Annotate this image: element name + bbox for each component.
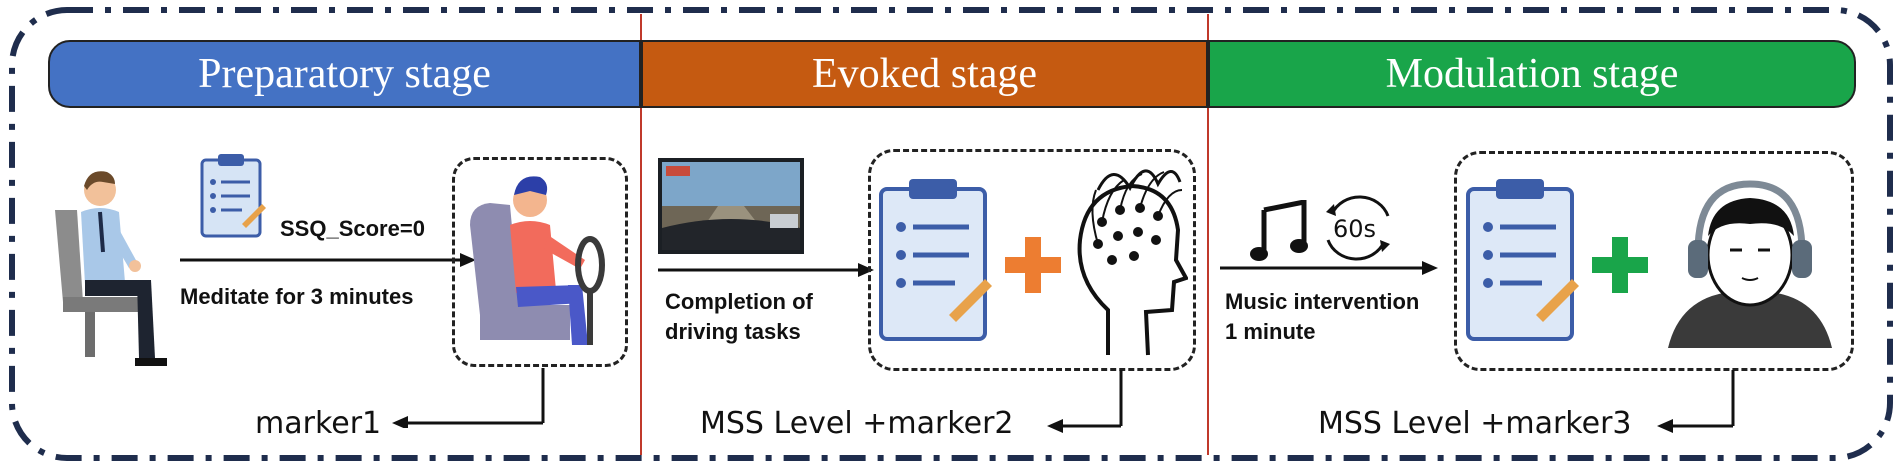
headphones-person-icon bbox=[1668, 180, 1832, 348]
arrow-to-driver bbox=[180, 253, 476, 267]
driving-label-line2: driving tasks bbox=[665, 319, 801, 344]
marker2-label: MSS Level +marker2 bbox=[700, 406, 1014, 441]
music-note-icon bbox=[1250, 200, 1308, 261]
driver-box bbox=[452, 157, 628, 367]
music-label-line2: 1 minute bbox=[1225, 319, 1316, 344]
driving-screen-icon bbox=[658, 158, 804, 254]
arrow-marker2 bbox=[1047, 370, 1123, 433]
stage-header-modulation: Modulation stage bbox=[1208, 40, 1856, 108]
plus-green-icon bbox=[1592, 237, 1648, 293]
evoked-assessment-box bbox=[868, 149, 1196, 371]
arrow-marker3 bbox=[1657, 370, 1735, 433]
marker3-label: MSS Level +marker3 bbox=[1318, 406, 1632, 441]
plus-orange-icon bbox=[1005, 237, 1061, 293]
stage-header-evoked: Evoked stage bbox=[641, 40, 1208, 108]
meditate-label: Meditate for 3 minutes bbox=[180, 284, 414, 309]
marker1-label: marker1 bbox=[255, 406, 382, 441]
timer-label: 60s bbox=[1333, 215, 1377, 243]
clipboard-large-icon-2 bbox=[1466, 179, 1579, 341]
modulation-assessment-box bbox=[1454, 151, 1854, 371]
clipboard-icon bbox=[200, 154, 266, 238]
driver-icon bbox=[470, 176, 605, 345]
arrow-to-evoked bbox=[658, 263, 874, 277]
driving-label-line1: Completion of bbox=[665, 289, 813, 314]
seated-person-icon bbox=[55, 171, 167, 366]
music-label-line1: Music intervention bbox=[1225, 289, 1420, 314]
clipboard-large-icon bbox=[879, 179, 992, 341]
arrow-marker1 bbox=[392, 368, 545, 428]
ssq-score-label: SSQ_Score=0 bbox=[280, 216, 425, 241]
arrow-to-modulation bbox=[1220, 261, 1438, 275]
timer-icon bbox=[1326, 195, 1390, 261]
brain-eeg-icon bbox=[1077, 169, 1188, 356]
stage-header-preparatory: Preparatory stage bbox=[48, 40, 641, 108]
